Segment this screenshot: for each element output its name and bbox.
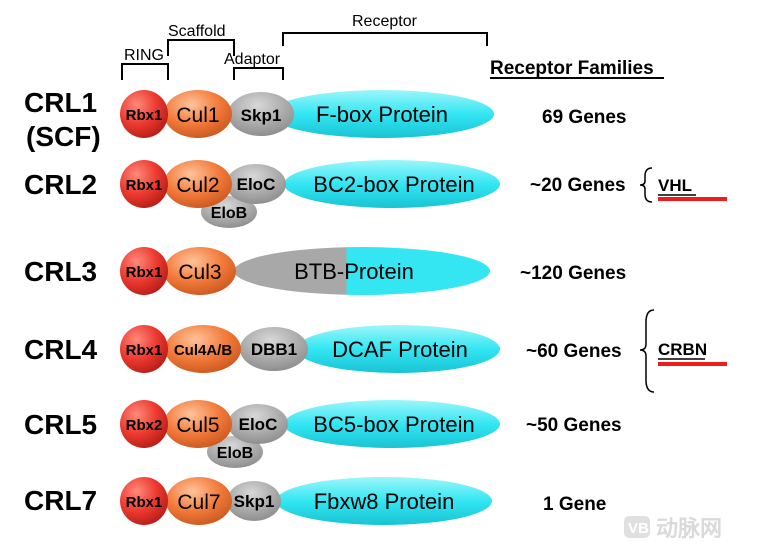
ring-protein-label: Rbx2 [126, 417, 163, 434]
adaptor-label: DBB1 [251, 340, 297, 359]
watermark-logo-glyph: VB [628, 520, 649, 537]
receptor-oval [276, 477, 492, 525]
receptor-oval [296, 325, 500, 373]
ring-circle [120, 247, 168, 295]
receptor-oval [284, 400, 500, 448]
adaptor-oval [227, 481, 281, 521]
gene-count: ~50 Genes [526, 415, 622, 436]
complex-alias: (SCF) [26, 121, 101, 152]
gene-count: ~20 Genes [530, 175, 626, 196]
ring-circle [120, 400, 168, 448]
adaptor-oval [226, 164, 286, 204]
ring-protein-label: Rbx1 [126, 494, 163, 511]
complex-name: CRL5 [24, 409, 97, 440]
cullin-oval [164, 90, 232, 138]
complex-row-crl7: CRL7 Fbxw8 Protein Skp1 Cul7 Rbx1 1 Gene [24, 477, 606, 525]
header-labels: RING Scaffold Adaptor Receptor [124, 13, 418, 68]
watermark-logo-icon [624, 516, 650, 538]
ring-protein-label: Rbx1 [126, 177, 163, 194]
receptor-label: BC2-box Protein [313, 172, 474, 197]
crbn-underline-red [658, 362, 727, 366]
watermark: VB 动脉网 [624, 516, 722, 541]
crbn-label: CRBN [658, 340, 707, 359]
cullin-oval [164, 247, 236, 295]
receptor-label: BC5-box Protein [313, 412, 474, 437]
cullin-oval [165, 325, 241, 373]
receptor-label: Receptor [352, 13, 418, 30]
vhl-label: VHL [658, 176, 692, 195]
scaffold-label: Scaffold [168, 23, 226, 40]
receptor-families-heading: Receptor Families [490, 58, 654, 79]
complex-name: CRL2 [24, 169, 97, 200]
complex-name: CRL1 [24, 87, 97, 118]
crbn-brace [639, 309, 655, 393]
ring-circle [120, 90, 168, 138]
adaptor-label: Adaptor [224, 51, 281, 68]
complex-row-crl2: CRL2 BC2-box Protein EloB EloC Cul2 Rbx1… [24, 160, 727, 228]
vhl-brace [639, 167, 653, 203]
complex-row-crl3: CRL3 BTB-Protein Cul3 Rbx1 ~120 Genes [24, 247, 626, 295]
cullin-oval [164, 160, 232, 208]
receptor-oval [270, 90, 494, 138]
ring-circle [120, 477, 168, 525]
receptor-label: F-box Protein [316, 102, 448, 127]
cullin-label: Cul4A/B [174, 342, 233, 359]
complex-name: CRL3 [24, 256, 97, 287]
adaptor-secondary-oval [207, 436, 263, 468]
complex-row-crl5: CRL5 BC5-box Protein EloB EloC Cul5 Rbx2… [24, 400, 622, 468]
cullin-label: Cul2 [176, 174, 219, 197]
receptor-oval [234, 247, 490, 295]
scaffold-bracket [167, 39, 235, 56]
vhl-underline-red [658, 197, 727, 201]
adaptor-oval [228, 404, 288, 444]
adaptor-oval [228, 92, 294, 136]
receptor-bracket [282, 32, 488, 46]
cullin-oval [164, 400, 232, 448]
ring-bracket [121, 63, 169, 80]
adaptor-label: Skp1 [241, 106, 282, 125]
adaptor-oval [240, 327, 308, 371]
adaptor-bracket [233, 67, 284, 80]
gene-count: 69 Genes [542, 107, 627, 128]
ring-circle [120, 325, 168, 373]
receptor-label: BTB-Protein [294, 259, 414, 284]
gene-count: 1 Gene [543, 494, 606, 515]
receptor-oval [284, 160, 500, 208]
adaptor-label: EloC [239, 415, 278, 434]
adaptor-secondary-label: EloB [211, 205, 247, 222]
ring-protein-label: Rbx1 [126, 264, 163, 281]
cullin-label: Cul7 [177, 491, 220, 514]
cullin-label: Cul1 [176, 104, 219, 127]
ring-label: RING [124, 47, 164, 64]
complex-row-crl4: CRL4 DCAF Protein DBB1 Cul4A/B Rbx1 ~60 … [24, 309, 727, 393]
ring-protein-label: Rbx1 [126, 342, 163, 359]
adaptor-label: Skp1 [234, 492, 275, 511]
ring-protein-label: Rbx1 [126, 107, 163, 124]
complex-row-crl1: CRL1 (SCF) F-box Protein Skp1 Cul1 Rbx1 … [24, 87, 627, 152]
receptor-label: DCAF Protein [332, 337, 468, 362]
header-brackets [121, 32, 488, 80]
receptor-label: Fbxw8 Protein [314, 489, 455, 514]
adaptor-label: EloC [237, 175, 276, 194]
complex-name: CRL7 [24, 485, 97, 516]
gene-count: ~60 Genes [526, 341, 622, 362]
cullin-label: Cul5 [176, 414, 219, 437]
adaptor-secondary-label: EloB [217, 445, 253, 462]
cullin-label: Cul3 [178, 261, 221, 284]
cullin-oval [166, 477, 232, 525]
gene-count: ~120 Genes [520, 263, 626, 284]
ring-circle [120, 160, 168, 208]
watermark-text: 动脉网 [656, 516, 722, 541]
complex-name: CRL4 [24, 334, 98, 365]
